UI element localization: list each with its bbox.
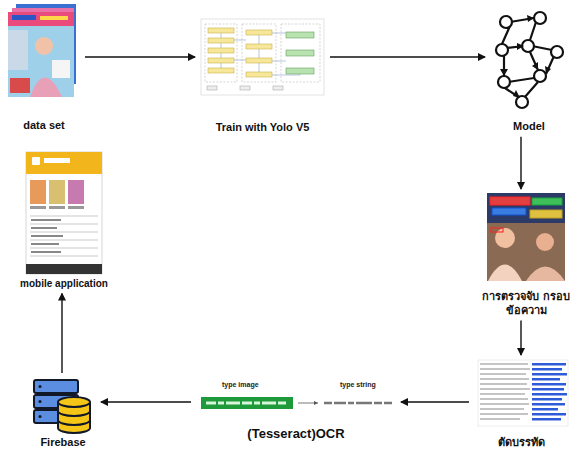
- mobile-app-screen: [26, 152, 102, 274]
- type-label: type string: [340, 381, 376, 388]
- stage-caption: Firebase: [28, 436, 98, 450]
- flow-arrow: [101, 401, 191, 402]
- stage-caption: Model: [488, 120, 570, 134]
- line-cut-document: [478, 360, 568, 426]
- stage-caption: ตัดบรรทัด: [472, 436, 570, 450]
- flow-arrow: [330, 56, 485, 57]
- stage-caption: data set: [6, 119, 82, 133]
- dataset-photos: [8, 4, 76, 97]
- flow-arrow: [85, 56, 195, 57]
- ocr-strip: [201, 397, 392, 409]
- stage-caption: (Tesseract)OCR: [194, 426, 398, 442]
- type-label: type image: [222, 381, 259, 388]
- stage-caption: mobile application: [6, 278, 122, 291]
- stage-node: Firebase: [28, 376, 98, 450]
- detection-photo: [487, 193, 565, 281]
- stage-node: (Tesseract)OCR: [194, 394, 398, 442]
- flow-arrow: [520, 321, 521, 356]
- stage-node: mobile application: [6, 150, 122, 291]
- stage-node: Train with Yolo V5: [198, 18, 327, 135]
- stage-node: data set: [6, 4, 82, 133]
- flow-arrow: [401, 401, 469, 402]
- firebase-server-icon: [34, 380, 90, 433]
- stage-node: การตรวจจับ กรอบข้อความ: [482, 192, 570, 318]
- flow-arrow: [520, 137, 521, 189]
- yolo-architecture: [201, 19, 324, 95]
- model-network-icon: [496, 12, 563, 108]
- stage-caption: การตรวจจับ กรอบข้อความ: [482, 290, 570, 318]
- stage-node: Model: [488, 12, 570, 134]
- flow-arrow: [61, 294, 62, 374]
- stage-caption: Train with Yolo V5: [198, 121, 327, 135]
- stage-node: ตัดบรรทัด: [472, 358, 570, 450]
